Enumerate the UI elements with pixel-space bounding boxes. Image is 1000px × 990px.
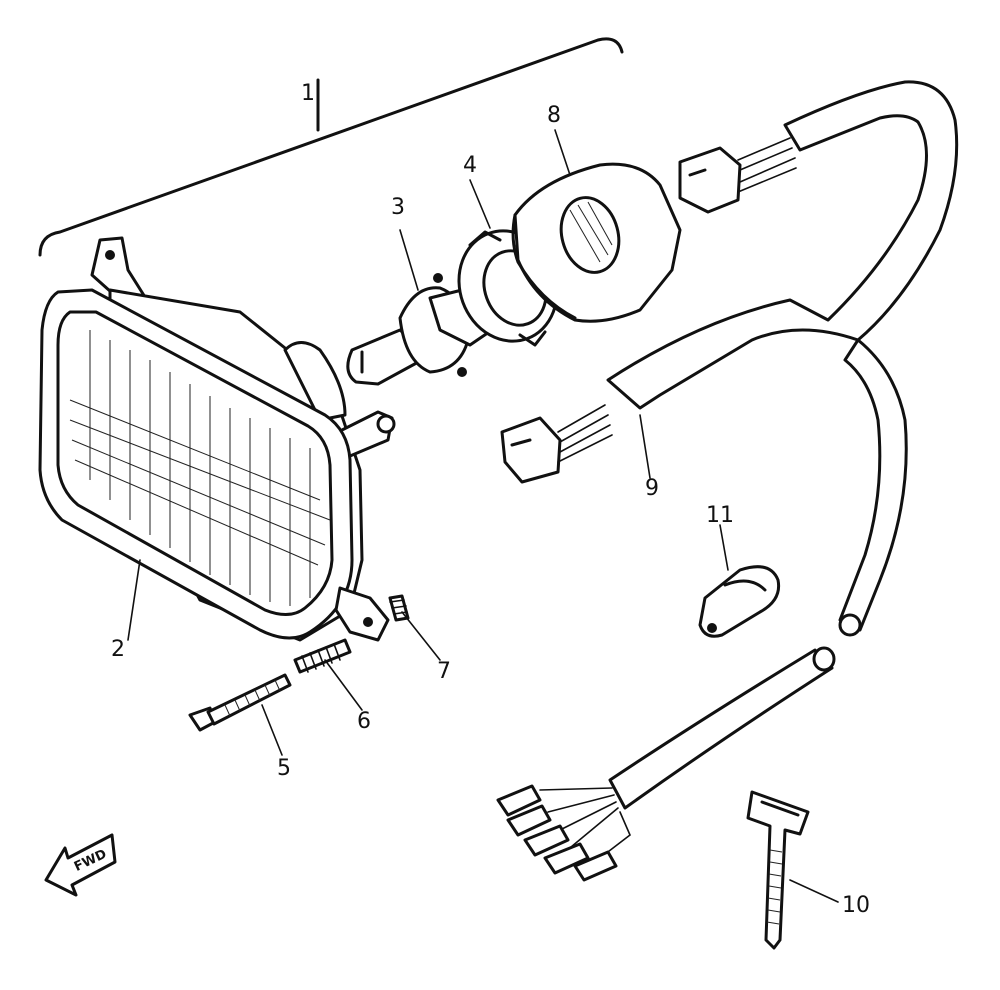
wire-harness-part-9 (496, 80, 959, 882)
callout-3: 3 (391, 195, 405, 220)
callout-9: 9 (645, 476, 659, 501)
spring-part-6 (293, 638, 352, 674)
callout-4: 4 (463, 153, 477, 178)
callout-5: 5 (277, 756, 291, 781)
callout-11: 11 (706, 503, 734, 528)
direction-arrow: FWD (44, 833, 117, 897)
callout-8: 8 (547, 103, 561, 128)
rubber-cover-part-8 (511, 162, 682, 323)
callout-6: 6 (357, 709, 371, 734)
callout-10: 10 (842, 893, 870, 918)
clip-part-11 (698, 565, 781, 638)
upper-harness-connector (678, 137, 797, 214)
callout-1: 1 (301, 81, 315, 106)
cable-tie-part-10 (746, 790, 810, 950)
leader-lines (127, 129, 839, 903)
callout-7: 7 (437, 659, 451, 684)
callout-2: 2 (111, 637, 125, 662)
headlight-unit-part-2 (38, 236, 396, 642)
screw-part-5 (188, 673, 292, 732)
assembly-bracket-1 (38, 37, 624, 257)
